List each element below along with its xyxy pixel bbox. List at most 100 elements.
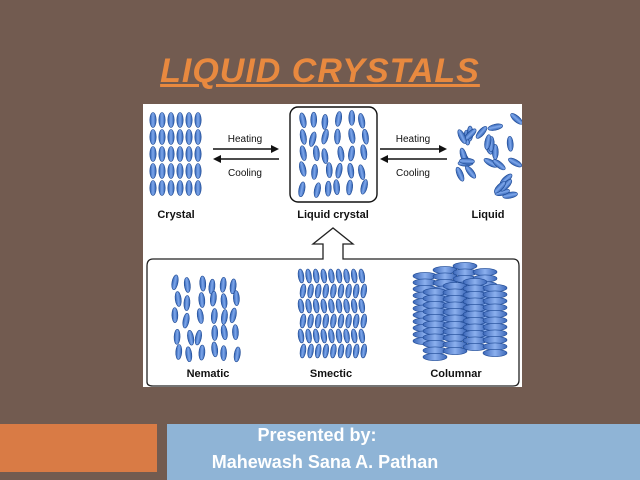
molecule-icon xyxy=(334,128,341,145)
molecule-icon xyxy=(198,344,206,361)
molecule-icon xyxy=(167,180,175,196)
molecule-icon xyxy=(198,292,206,308)
molecule-icon xyxy=(506,135,514,152)
molecule-icon xyxy=(465,165,477,179)
molecule-icon xyxy=(337,343,345,359)
molecule-icon xyxy=(185,146,193,162)
molecule-icon xyxy=(211,341,219,358)
nematic-label: Nematic xyxy=(187,368,230,380)
molecule-icon xyxy=(210,308,218,324)
transition-arrows-left xyxy=(213,145,279,163)
molecule-icon xyxy=(347,162,355,179)
molecule-icon xyxy=(173,329,181,345)
molecule-icon xyxy=(183,277,191,293)
molecule-icon xyxy=(348,128,356,144)
molecule-icon xyxy=(328,328,335,344)
footer-blue-block xyxy=(167,424,640,480)
molecule-icon xyxy=(330,313,337,329)
molecule-icon xyxy=(196,308,204,324)
molecule-icon xyxy=(182,312,190,329)
molecule-icon xyxy=(174,291,182,307)
molecule-icon xyxy=(313,182,321,198)
molecule-icon xyxy=(176,112,184,128)
molecule-icon xyxy=(314,343,322,359)
disc-icon xyxy=(422,353,448,361)
disc-icon xyxy=(462,278,488,286)
disc-icon xyxy=(482,349,508,357)
footer-orange-block xyxy=(0,424,157,472)
liquid-crystal-figure: Crystal Heating Cooling Liquid crystal H… xyxy=(143,104,522,387)
disc-icon xyxy=(482,329,508,338)
smectic-label: Smectic xyxy=(310,368,352,380)
molecule-icon xyxy=(185,163,193,179)
liquid-crystal-label: Liquid crystal xyxy=(297,209,369,221)
presenter-name: Mahewash Sana A. Pathan xyxy=(211,452,439,472)
molecule-icon xyxy=(358,298,366,314)
molecule-icon xyxy=(158,129,166,145)
molecule-icon xyxy=(330,283,337,299)
molecule-icon xyxy=(298,181,306,198)
molecule-icon xyxy=(335,328,343,344)
disc-icon xyxy=(452,262,478,270)
molecule-icon xyxy=(176,163,184,179)
molecule-icon xyxy=(330,343,337,359)
molecule-icon xyxy=(322,283,330,299)
heating-label-right: Heating xyxy=(396,134,430,145)
molecule-icon xyxy=(229,307,237,324)
columnar-stacks xyxy=(412,262,508,361)
molecule-icon xyxy=(345,313,352,329)
molecule-icon xyxy=(350,328,358,344)
molecule-icon xyxy=(185,112,193,128)
molecule-icon xyxy=(455,166,465,182)
molecule-icon xyxy=(219,277,227,293)
molecule-icon xyxy=(358,164,366,180)
molecule-icon xyxy=(459,157,475,165)
heating-label-left: Heating xyxy=(228,134,262,145)
molecule-icon xyxy=(171,307,179,323)
molecule-icon xyxy=(233,290,240,306)
molecule-icon xyxy=(358,268,366,284)
nematic-molecules xyxy=(171,274,241,363)
molecule-icon xyxy=(220,324,228,341)
molecule-icon xyxy=(337,146,345,162)
liquid-crystal-molecules xyxy=(298,110,369,198)
molecule-icon xyxy=(149,112,157,128)
molecule-icon xyxy=(185,129,193,145)
molecule-icon xyxy=(343,328,350,344)
presented-by-label: Presented by: xyxy=(257,425,377,445)
molecule-icon xyxy=(299,283,307,299)
molecule-icon xyxy=(320,298,328,314)
disc-icon xyxy=(482,342,508,351)
molecule-icon xyxy=(149,163,157,179)
molecule-icon xyxy=(335,162,343,179)
molecule-icon xyxy=(211,325,219,341)
crystal-lattice xyxy=(149,112,202,196)
molecule-icon xyxy=(171,274,179,290)
molecule-icon xyxy=(321,129,329,145)
molecule-icon xyxy=(457,129,467,144)
callout-frame xyxy=(146,227,520,387)
molecule-icon xyxy=(220,309,228,325)
molecule-icon xyxy=(158,180,166,196)
columnar-label: Columnar xyxy=(430,368,482,380)
transition-arrows-right xyxy=(380,145,447,163)
molecule-icon xyxy=(297,298,305,314)
molecule-icon xyxy=(346,179,353,196)
molecule-icon xyxy=(508,157,522,168)
molecule-icon xyxy=(307,313,314,329)
molecule-icon xyxy=(194,180,202,196)
molecule-icon xyxy=(324,180,332,197)
molecule-icon xyxy=(176,129,184,145)
molecule-icon xyxy=(335,298,343,314)
molecule-icon xyxy=(343,268,350,284)
molecule-icon xyxy=(314,313,322,329)
molecule-icon xyxy=(305,268,312,284)
molecule-icon xyxy=(185,346,193,363)
cooling-label-left: Cooling xyxy=(228,168,262,179)
molecule-icon xyxy=(322,313,330,329)
disc-icon xyxy=(482,323,508,331)
molecule-icon xyxy=(299,343,307,359)
molecule-icon xyxy=(299,161,307,177)
molecule-icon xyxy=(320,328,328,344)
molecule-icon xyxy=(209,290,217,307)
